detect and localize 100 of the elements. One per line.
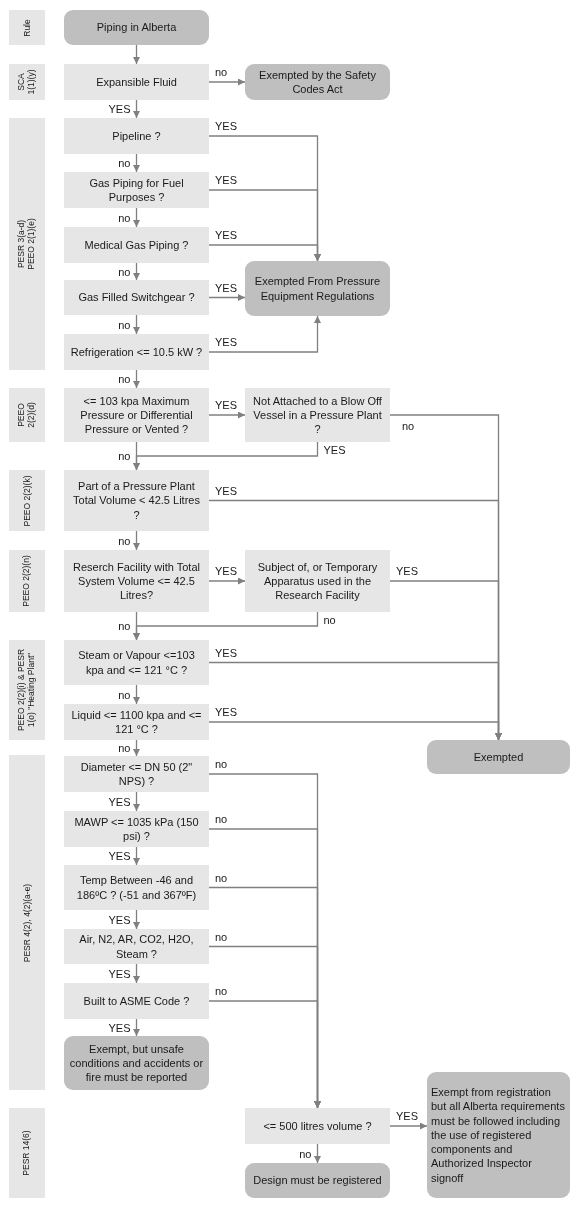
arrow — [133, 909, 140, 930]
edge-label: no — [118, 211, 131, 224]
edge-label: no — [118, 688, 131, 701]
edge-label: no — [118, 742, 131, 754]
edge-label: no — [215, 985, 228, 997]
box-text: Exempted From Pressure Equipment Regulations — [253, 274, 382, 303]
decision-box — [245, 1108, 390, 1144]
edge-label: YES — [215, 565, 237, 577]
edge-label: YES — [215, 336, 237, 348]
box-text: Liquid <= 1100 kpa and <= 121 °C ? — [70, 707, 203, 737]
box-text: Built to ASME Code ? — [83, 993, 190, 1009]
box-text: Not Attached to a Blow Off Vessel in a Pressure Plant ? — [252, 393, 383, 437]
outcome-box — [245, 261, 390, 316]
edge-label: no — [118, 534, 131, 547]
edge-label: no — [118, 157, 131, 169]
edge-label: YES — [108, 795, 131, 808]
box-text: Refrigeration <= 10.5 kW ? — [70, 344, 203, 360]
edge-label: YES — [323, 444, 346, 456]
rule-reference: SCA 1(1)(y) — [17, 68, 37, 97]
arrow — [208, 577, 246, 585]
edge-label: YES — [108, 103, 131, 115]
decision-box — [64, 280, 209, 315]
rule-band — [9, 640, 45, 740]
edge-label: no — [118, 265, 131, 278]
box-text: Gas Piping for Fuel Purposes ? — [88, 175, 185, 205]
edge-label: no — [299, 1147, 312, 1160]
box-text: Reserch Facility with Total System Volume <= 42.5 Litres? — [72, 559, 201, 603]
decision-box — [64, 388, 209, 442]
arrow — [208, 294, 246, 301]
edge-label: YES — [108, 1021, 131, 1034]
outcome-box — [245, 64, 390, 100]
decision-box — [64, 470, 209, 531]
arrow — [133, 262, 140, 281]
edge-label: no — [215, 66, 228, 78]
decision-box — [64, 640, 209, 685]
rule-reference: PESR 14(6) — [22, 1130, 32, 1176]
arrow — [133, 739, 140, 757]
decision-box — [64, 983, 209, 1019]
box-text: <= 500 litres volume ? — [263, 1118, 372, 1134]
edge-label: no — [215, 758, 228, 770]
arrow — [133, 441, 319, 471]
box-text: Exempt, but unsafe conditions and accidents or fire must be reported — [69, 1041, 204, 1085]
arrow — [208, 1000, 321, 1109]
box-text: Expansible Fluid — [96, 74, 177, 90]
rule-band — [9, 388, 45, 442]
rule-reference: PEEO 2(2)(i) & PESR 1(o) "Heating Plant" — [17, 647, 37, 734]
edge-label: no — [323, 614, 336, 626]
decision-box — [64, 550, 209, 612]
decision-box — [64, 118, 209, 154]
box-text: Medical Gas Piping ? — [84, 237, 189, 253]
edge-label: YES — [215, 174, 237, 186]
rule-band — [9, 755, 45, 1090]
decision-box — [245, 550, 390, 612]
box-text: Exempted — [473, 749, 524, 765]
rule-reference: PEEO 2(2)(k) — [22, 475, 32, 526]
outcome-box — [427, 740, 570, 774]
edge-label: YES — [396, 1110, 418, 1122]
box-text: Subject of, or Temporary Apparatus used in the Research Facility — [256, 559, 379, 603]
arrow — [133, 530, 140, 551]
edge-label: YES — [215, 646, 237, 659]
arrow — [133, 99, 140, 119]
box-text: Exempted by the Safety Codes Act — [258, 67, 377, 97]
edge-label: no — [118, 450, 131, 462]
box-text: Diameter <= DN 50 (2" NPS) ? — [79, 759, 194, 789]
box-text: Pipeline ? — [112, 128, 161, 144]
decision-box — [64, 865, 209, 910]
arrow — [133, 1018, 140, 1037]
box-text: Design must be registered — [253, 1173, 382, 1188]
arrow — [133, 207, 140, 228]
rule-band — [9, 118, 45, 370]
rule-reference: Rule — [22, 18, 32, 37]
rule-reference: PEEO 2(2)(n) — [22, 555, 32, 607]
box-text: MAWP <= 1035 kPa (150 psi) ? — [73, 814, 200, 844]
decision-box — [64, 756, 209, 792]
decision-box — [64, 334, 209, 370]
decision-box — [64, 172, 209, 208]
decision-box — [64, 929, 209, 964]
rule-band — [9, 10, 45, 45]
box-text: Gas Filled Switchgear ? — [78, 290, 195, 305]
arrow — [314, 1143, 321, 1164]
edge-label: no — [118, 318, 131, 331]
rule-reference: PESR 3(a-d) PEEO 2(1)(e) — [17, 217, 37, 272]
arrow — [208, 315, 321, 353]
arrow — [208, 244, 321, 262]
rule-band — [9, 1108, 45, 1198]
edge-label: YES — [108, 850, 131, 862]
arrow — [133, 369, 140, 389]
box-text: Exempt from registration but all Alberta requirements must be followed including the use of registered components and Authorized Inspector signoff — [431, 1084, 566, 1186]
edge-label: YES — [215, 484, 237, 497]
rule-band — [9, 470, 45, 531]
rule-reference: PESR 4(2), 4(2)(a-e) — [22, 883, 32, 962]
edge-label: YES — [215, 281, 237, 294]
rule-band — [9, 550, 45, 612]
box-text: Part of a Pressure Plant Total Volume < 42.5 Litres ? — [72, 479, 201, 522]
outcome-box — [64, 10, 209, 45]
edge-label: no — [118, 620, 131, 632]
edge-label: no — [215, 930, 228, 943]
edge-label: no — [215, 871, 228, 884]
rule-band — [9, 64, 45, 100]
edge-label: no — [215, 813, 228, 825]
